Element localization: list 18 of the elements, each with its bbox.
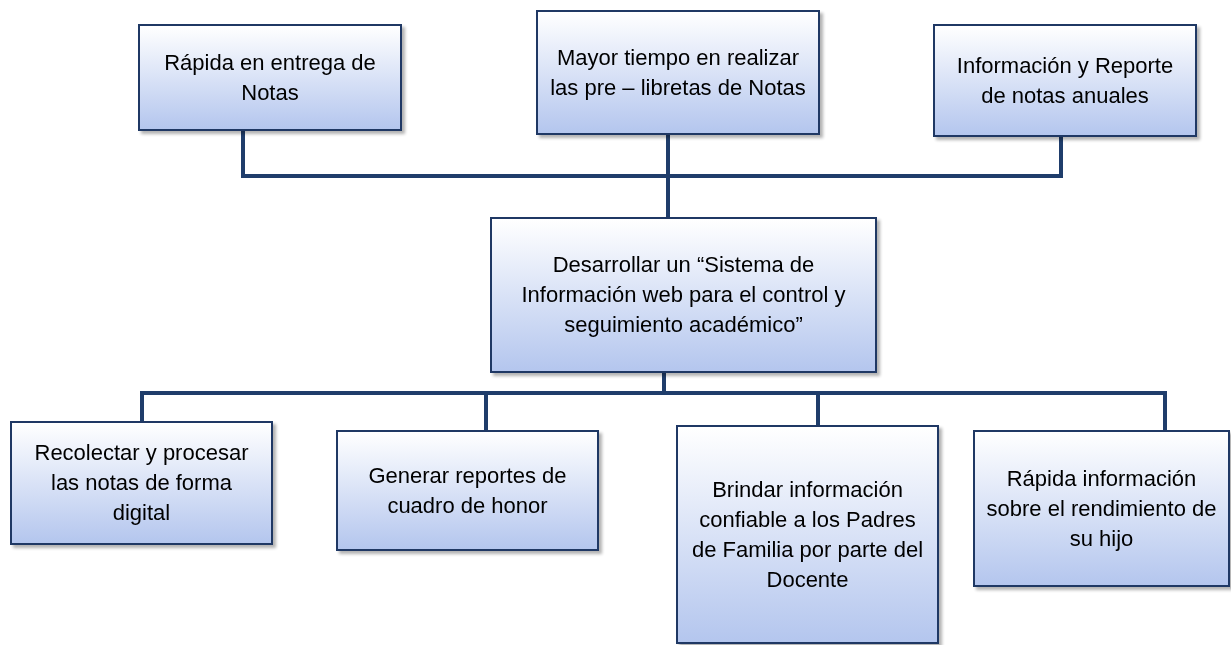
box-text: Desarrollar un “Sistema de Información web para el control y seguimiento académico” [520,251,847,339]
text-box [676,425,939,644]
text-box [973,430,1230,587]
box-text: Rápida en entrega de Notas [163,48,377,107]
text-box [10,421,273,545]
connector-line [662,373,1167,430]
text-box [490,217,877,373]
box-text: Información y Reporte de notas anuales [955,51,1175,110]
text-box [933,24,1197,137]
text-box [536,10,820,135]
box-text: Mayor tiempo en realizar las pre – libretas de Notas [549,43,807,102]
text-box [336,430,599,551]
box-text: Rápida información sobre el rendimiento de su hijo [985,464,1218,553]
text-box [138,24,402,131]
box-text: Recolectar y procesar las notas de forma digital [33,439,250,527]
box-text: Brindar información confiable a los Padres de Familia por parte del Docente [690,475,925,594]
connector-line [666,137,1063,217]
box-text: Generar reportes de cuadro de honor [367,461,568,520]
